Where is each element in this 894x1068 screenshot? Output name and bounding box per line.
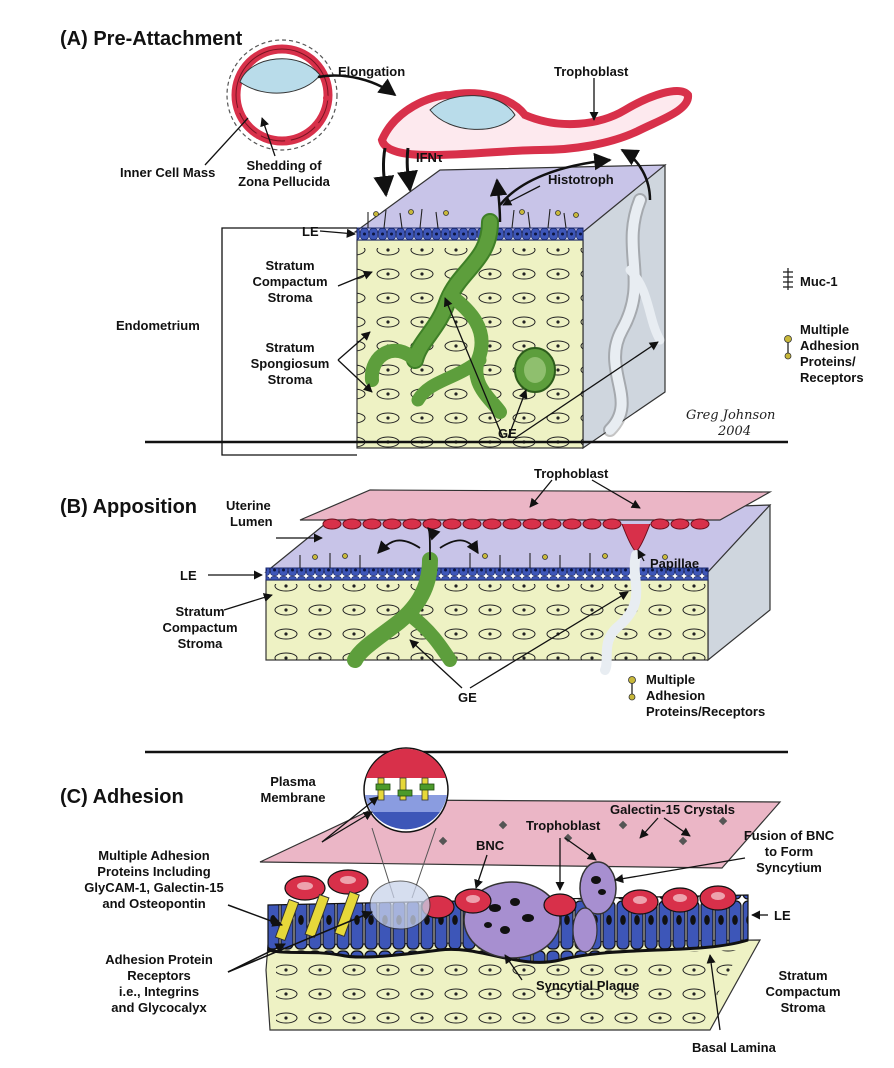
trophoblast-label-b: Trophoblast (534, 466, 608, 481)
panel-b-title: (B) Apposition (60, 496, 197, 519)
multiple-adhesion-label-2: Proteins Including (64, 864, 244, 879)
stratum-spongiosum-label-2: Spongiosum (240, 356, 340, 371)
stratum-compactum-b-1: Stratum (150, 604, 250, 619)
adhesion-receptors-label-2: Receptors (84, 968, 234, 983)
legend-adhesion-a-4: Receptors (800, 370, 864, 385)
stratum-spongiosum-label-3: Stroma (240, 372, 340, 387)
elongation-label: Elongation (338, 64, 405, 79)
syncytial-plaque-label: Syncytial Plaque (536, 978, 639, 993)
legend-adhesion-a-3: Proteins/ (800, 354, 856, 369)
uterine-lumen-label-2: Lumen (230, 514, 273, 529)
legend-adhesion-a-1: Multiple (800, 322, 849, 337)
inner-cell-mass-label: Inner Cell Mass (120, 165, 215, 180)
legend-adhesion-b-1: Multiple (646, 672, 695, 687)
le-label-b: LE (180, 568, 197, 583)
adhesion-receptors-label-4: and Glycocalyx (84, 1000, 234, 1015)
plasma-membrane-label-2: Membrane (248, 790, 338, 805)
legend-muc1-label: Muc-1 (800, 274, 838, 289)
stratum-compactum-b-3: Stroma (150, 636, 250, 651)
galectin-crystals-label: Galectin-15 Crystals (610, 802, 735, 817)
papillae-label: Papillae (650, 556, 699, 571)
fusion-label-3: Syncytium (724, 860, 854, 875)
multiple-adhesion-label-1: Multiple Adhesion (64, 848, 244, 863)
plasma-membrane-label-1: Plasma (248, 774, 338, 789)
endometrium-label: Endometrium (116, 318, 200, 333)
stratum-compactum-label-2: Compactum (240, 274, 340, 289)
le-label-a: LE (302, 224, 319, 239)
stratum-spongiosum-label-1: Stratum (240, 340, 340, 355)
shedding-label-1: Shedding of (234, 158, 334, 173)
artist-signature-year: 2004 (718, 424, 751, 439)
uterine-lumen-label-1: Uterine (226, 498, 271, 513)
stratum-compactum-c-1: Stratum (748, 968, 858, 983)
trophoblast-label-a: Trophoblast (554, 64, 628, 79)
luminal-epithelium (357, 228, 583, 240)
ge-label-b: GE (458, 690, 477, 705)
shedding-label-2: Zona Pellucida (224, 174, 344, 189)
legend-adhesion-a-2: Adhesion (800, 338, 859, 353)
trophoblast-label-c: Trophoblast (526, 818, 600, 833)
fusion-label-2: to Form (724, 844, 854, 859)
histotroph-label: Histotroph (548, 172, 614, 187)
le-label-c: LE (774, 908, 791, 923)
multiple-adhesion-label-4: and Osteopontin (64, 896, 244, 911)
artist-signature: Greg Johnson (686, 408, 775, 423)
stratum-compactum-c-2: Compactum (748, 984, 858, 999)
adhesion-receptors-label-3: i.e., Integrins (84, 984, 234, 999)
legend-adhesion-b-3: Proteins/Receptors (646, 704, 765, 719)
legend-adhesion-b-2: Adhesion (646, 688, 705, 703)
fusion-label-1: Fusion of BNC (724, 828, 854, 843)
basal-lamina-label: Basal Lamina (692, 1040, 776, 1055)
adhesion-receptors-label-1: Adhesion Protein (84, 952, 234, 967)
stratum-compactum-b-2: Compactum (150, 620, 250, 635)
panel-c-title: (C) Adhesion (60, 786, 184, 809)
ge-label-a: GE (498, 426, 517, 441)
stratum-compactum-label-1: Stratum (240, 258, 340, 273)
multiple-adhesion-label-3: GlyCAM-1, Galectin-15 (64, 880, 244, 895)
ifn-tau-label: IFNτ (416, 150, 443, 165)
bnc-label: BNC (476, 838, 504, 853)
panel-a-title: (A) Pre-Attachment (60, 28, 242, 51)
panel-a-artwork (145, 40, 793, 455)
stratum-compactum-label-3: Stroma (240, 290, 340, 305)
stratum-compactum-c-3: Stroma (748, 1000, 858, 1015)
